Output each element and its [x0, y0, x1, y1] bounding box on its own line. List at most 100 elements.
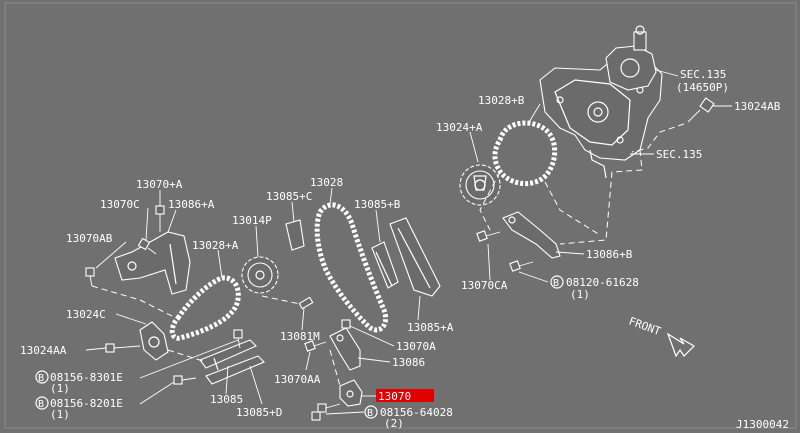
dash-upper-2 — [544, 181, 601, 236]
bolt-13070aa — [304, 340, 327, 352]
label-13014p: 13014P — [232, 214, 272, 227]
front-arrow-icon — [666, 332, 695, 358]
bolt-08156-64028 — [311, 403, 341, 421]
leader-13070ca — [487, 243, 491, 281]
label-13081m: 13081M — [280, 330, 320, 343]
dash-lower-1 — [91, 285, 177, 319]
label-13070a-low: 13070A — [396, 340, 436, 353]
diagram-id: J1300042 — [736, 418, 789, 431]
label-13085c: 13085+C — [266, 190, 312, 203]
dash-upper-1 — [479, 171, 501, 231]
label-08156-8201e-qty: (1) — [50, 408, 70, 421]
bolt-marker-8301e: B — [35, 370, 49, 384]
timing-chain-13028 — [314, 202, 388, 333]
dash-lower-2 — [167, 349, 207, 363]
label-08156-8301e: 08156-8301E — [50, 371, 123, 384]
tensioner-arm-13086b — [502, 211, 561, 259]
label-13028a: 13028+A — [192, 239, 239, 252]
sprocket-13014p — [241, 256, 279, 294]
bolt-marker-letter-64028: B — [367, 408, 373, 419]
sprocket-13024a — [459, 164, 501, 206]
leader-13086b — [555, 251, 585, 255]
label-13028b: 13028+B — [478, 94, 525, 107]
bolt-13070a-low — [341, 319, 351, 329]
chain-guide-13085 — [199, 339, 257, 371]
label-13028: 13028 — [310, 176, 343, 189]
label-08156-64028: 08156-64028 — [380, 406, 453, 419]
label-13024ab: 13024AB — [734, 100, 781, 113]
leader-13085d — [249, 365, 263, 405]
label-sec135-a: SEC.135 — [680, 68, 726, 81]
leader-13070a-low — [349, 325, 395, 347]
bolt-marker-letter-8201e: B — [38, 399, 44, 410]
label-13070ab: 13070AB — [66, 232, 113, 245]
bolt-marker-08120: B — [550, 275, 564, 289]
leader-13024aa — [85, 347, 107, 351]
leader-13086 — [357, 357, 391, 363]
label-13024aa: 13024AA — [20, 344, 67, 357]
leader-13070aa — [305, 351, 311, 371]
chain-guide-13085a — [389, 217, 441, 297]
diagram-frame — [4, 2, 797, 429]
label-08120-61628: 08120-61628 — [566, 276, 639, 289]
label-13070aa: 13070AA — [274, 373, 321, 386]
leader-08156-8301e — [139, 339, 239, 379]
bolt-marker-letter-08120: B — [553, 278, 559, 289]
leader-13085a — [417, 295, 421, 321]
label-13085a: 13085+A — [407, 321, 454, 334]
bolt-13024ab — [687, 97, 715, 123]
leader-08156-8201e — [139, 381, 175, 405]
label-13085b: 13085+B — [354, 198, 401, 211]
oil-pump-sec135 — [605, 25, 657, 91]
label-13070c: 13070C — [100, 198, 140, 211]
label-13085d: 13085+D — [236, 406, 282, 419]
leader-08156-64028 — [325, 411, 365, 415]
leader-13086a — [167, 209, 177, 233]
label-13024c: 13024C — [66, 308, 106, 321]
bolt-13070ca-b — [509, 260, 534, 272]
bolt-13070ca-a — [476, 230, 501, 242]
timing-chain-13028a — [169, 275, 241, 341]
chain-guide-13085c — [285, 219, 305, 251]
bolt-13070ab — [85, 267, 95, 287]
leader-13014p — [255, 225, 259, 258]
label-08120-qty: (1) — [570, 288, 590, 301]
leader-13028b — [527, 103, 541, 125]
label-13070a-top: 13070+A — [136, 178, 183, 191]
bolt-marker-64028: B — [364, 405, 378, 419]
label-08156-8301e-qty: (1) — [50, 382, 70, 395]
label-08156-64028-qty: (2) — [384, 417, 404, 430]
label-13086b: 13086+B — [586, 248, 633, 261]
leader-13024a — [469, 131, 479, 163]
leader-13028a — [217, 249, 223, 279]
bolt-08156-8301e — [233, 329, 243, 349]
dash-upper-3 — [559, 149, 643, 245]
label-13070-highlighted[interactable]: 13070 — [378, 390, 411, 403]
bolt-08156-8201e — [173, 375, 197, 385]
leader-sec135-a — [655, 69, 679, 77]
label-13024a: 13024+A — [436, 121, 483, 134]
dash-lower-4 — [329, 349, 341, 387]
crank-sprocket-13024c — [139, 321, 169, 361]
highlight-13070-box — [376, 389, 434, 402]
leader-13024c — [115, 313, 147, 325]
leader-13085 — [225, 365, 229, 395]
label-13070ca: 13070CA — [461, 279, 508, 292]
timing-chain-13028b — [492, 120, 558, 186]
leader-08120 — [518, 271, 549, 283]
label-13085: 13085 — [210, 393, 243, 406]
bolt-13081m — [298, 296, 314, 310]
label-08156-8201e: 08156-8201E — [50, 397, 123, 410]
bolt-13070c — [137, 237, 157, 255]
label-13086: 13086 — [392, 356, 425, 369]
bolt-marker-letter-8301e: B — [38, 373, 44, 384]
chain-guide-13085b — [371, 241, 399, 289]
leader-13070c — [145, 207, 149, 241]
dash-lower-3 — [261, 295, 301, 305]
leader-13028 — [329, 187, 333, 205]
bolt-marker-8201e: B — [35, 396, 49, 410]
tensioner-13070 — [339, 379, 363, 407]
leader-13081m — [301, 307, 305, 331]
